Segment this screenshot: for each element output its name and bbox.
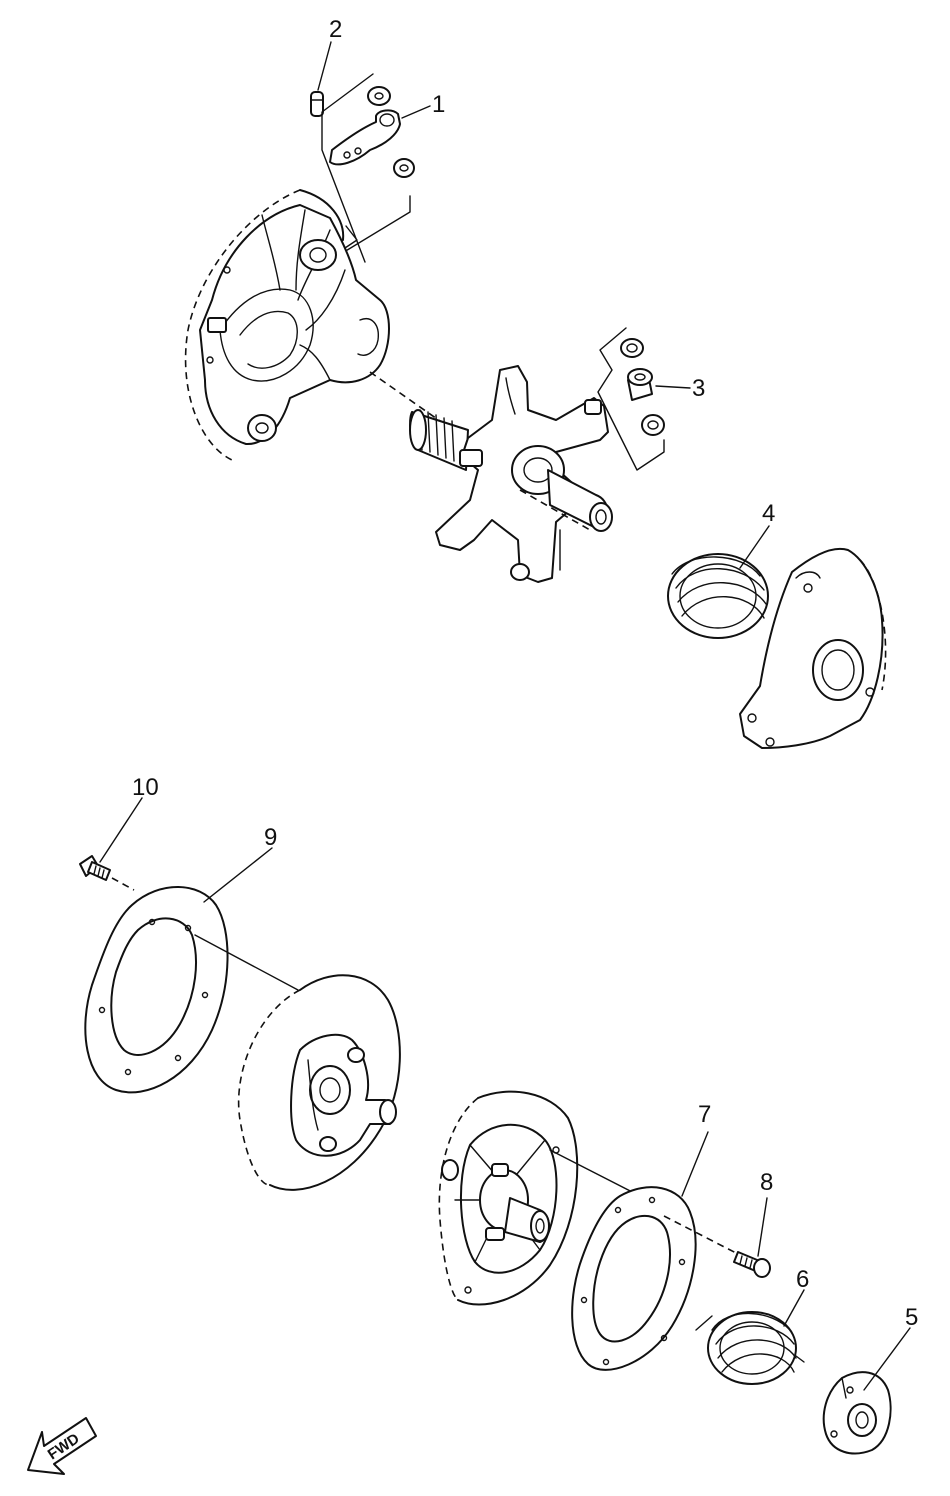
driven-fixed-sheave [237, 974, 401, 1191]
leader-4 [739, 525, 770, 569]
bolt-8-axis [663, 1215, 739, 1255]
callout-2: 2 [329, 16, 342, 43]
callout-4: 4 [762, 500, 775, 527]
part-8-bolt [733, 1251, 771, 1278]
part-10-bolt [79, 855, 111, 881]
part-3-rollers [597, 327, 665, 471]
driven-movable-sheave [438, 1090, 579, 1306]
callout-10: 10 [132, 774, 159, 801]
part-1-weight-arm [329, 86, 415, 178]
part-6-spring [695, 1311, 805, 1385]
leader-6 [783, 1289, 805, 1327]
assembly-line-7 [549, 1149, 641, 1197]
leader-8 [757, 1197, 768, 1257]
shaft-centerline-upper [369, 371, 451, 429]
leader-9 [203, 847, 273, 903]
assembly-line-9 [194, 934, 299, 991]
bolt-10-axis [111, 877, 135, 891]
part-7-shim-ring [571, 1186, 697, 1371]
leader-3 [655, 385, 691, 389]
part-9-shim-ring [84, 886, 229, 1094]
callout-5: 5 [905, 1304, 918, 1331]
leader-2 [317, 41, 332, 91]
leader-7 [681, 1131, 709, 1197]
spider-shaft [409, 365, 613, 583]
callout-1: 1 [432, 91, 445, 118]
callout-6: 6 [796, 1266, 809, 1293]
fwd-arrow-icon: FWD [27, 1417, 97, 1475]
callout-7: 7 [698, 1101, 711, 1128]
leader-10 [99, 797, 143, 863]
callout-9: 9 [264, 824, 277, 851]
leader-1 [401, 105, 431, 119]
leader-5 [863, 1327, 911, 1391]
part-2-pin [310, 91, 324, 117]
drive-housing [184, 189, 390, 461]
callout-8: 8 [760, 1169, 773, 1196]
part-5-cam [822, 1371, 892, 1455]
part-4-spring [667, 553, 769, 639]
drive-cover [739, 547, 887, 749]
part-1-bracket [321, 73, 411, 263]
callout-3: 3 [692, 375, 705, 402]
